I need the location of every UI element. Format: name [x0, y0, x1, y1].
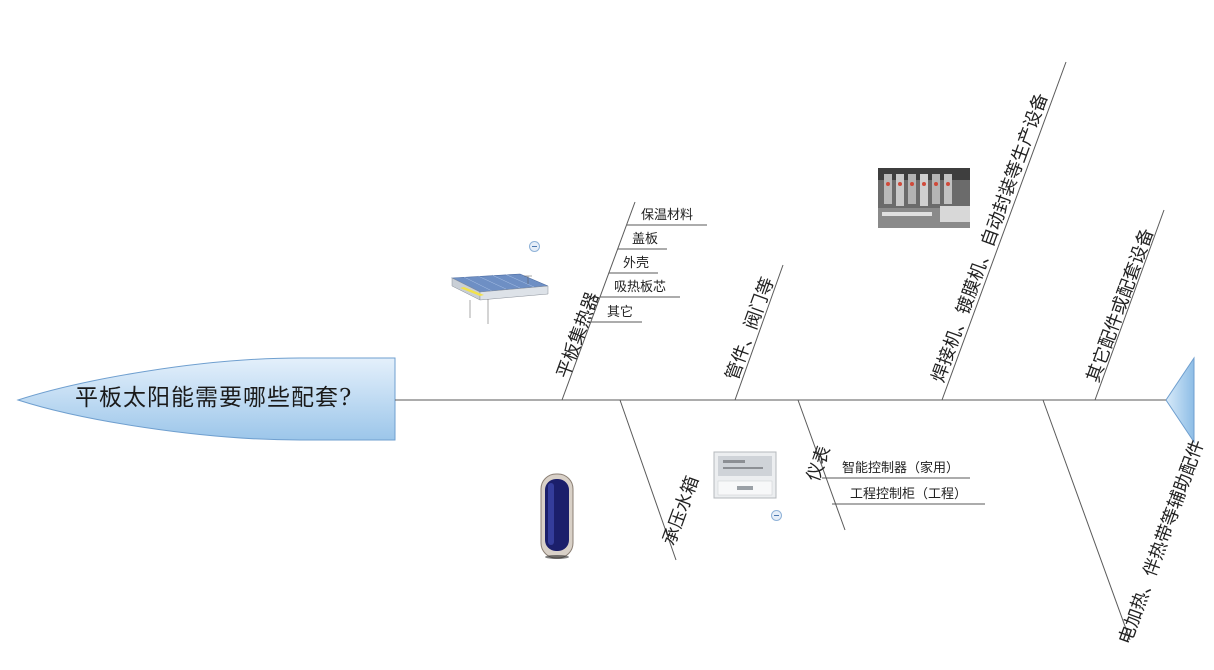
pressure-tank-image: [540, 473, 574, 559]
branch-line-other: [1094, 209, 1165, 401]
branch-line-collector: [561, 201, 636, 401]
sub-label-others[interactable]: 其它: [607, 305, 634, 320]
collapse-minus-icon[interactable]: [529, 241, 540, 252]
fish-tail-shape: [1165, 356, 1195, 444]
sub-label-controller[interactable]: 智能控制器（家用）: [842, 461, 960, 476]
fish-head-shape[interactable]: [16, 357, 396, 441]
branch-line-pipes: [734, 264, 784, 401]
controller-meter-image: [713, 451, 777, 499]
branch-line-equipment: [941, 61, 1067, 401]
production-machine-image: [878, 168, 970, 228]
solar-collector-image: [450, 272, 550, 328]
collapse-minus-icon[interactable]: [771, 510, 782, 521]
sub-label-cover[interactable]: 盖板: [632, 232, 659, 247]
branch-line-meter: [797, 399, 846, 531]
sub-label-insulation[interactable]: 保温材料: [641, 208, 694, 223]
sub-label-absorber[interactable]: 吸热板芯: [614, 280, 667, 295]
branch-line-heater: [1042, 399, 1131, 641]
sub-label-shell[interactable]: 外壳: [623, 256, 650, 271]
sub-label-cabinet[interactable]: 工程控制柜（工程）: [850, 487, 968, 502]
branch-line-tank: [619, 399, 677, 561]
central-topic-title[interactable]: 平板太阳能需要哪些配套?: [75, 385, 353, 411]
